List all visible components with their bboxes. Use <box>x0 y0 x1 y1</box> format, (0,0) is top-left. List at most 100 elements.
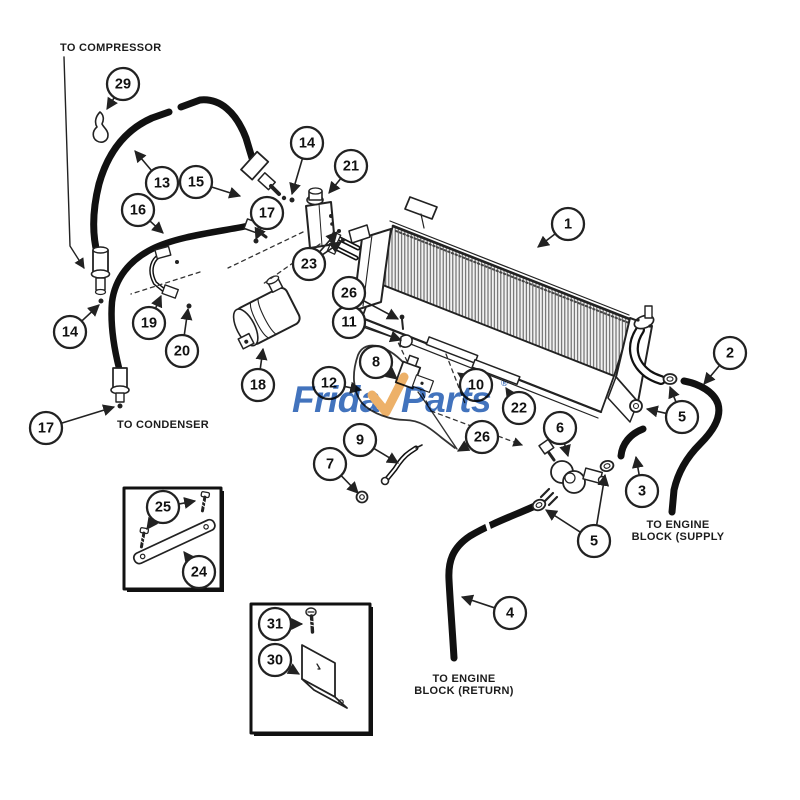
callout-circle <box>240 367 276 403</box>
callout-number: 14 <box>62 325 78 341</box>
callout-number: 21 <box>343 159 359 175</box>
callout-1: 1 <box>537 206 586 248</box>
callout-5: 5 <box>645 385 700 435</box>
diagram-artwork <box>63 56 723 736</box>
callout-arrow <box>254 226 266 241</box>
callout-number: 17 <box>38 421 54 437</box>
hose-13 <box>90 96 295 304</box>
callout-number: 4 <box>506 606 514 622</box>
callout-arrow <box>668 385 680 403</box>
callout-circle <box>28 410 64 446</box>
callout-number: 30 <box>267 653 283 669</box>
callout-arrow <box>645 405 667 418</box>
screw-26-upper <box>399 314 405 330</box>
label-to-compressor: TO COMPRESSOR <box>60 42 162 54</box>
callout-number: 6 <box>556 421 564 437</box>
callout-arrow <box>178 497 197 509</box>
callout-4: 4 <box>460 594 528 631</box>
callout-number: 3 <box>638 484 646 500</box>
callout-arrow <box>289 158 304 196</box>
callout-number: 26 <box>474 430 490 446</box>
callout-21: 21 <box>328 148 369 194</box>
callout-circle <box>492 595 528 631</box>
callout-3: 3 <box>624 455 660 509</box>
callout-circle <box>550 206 586 242</box>
callout-18: 18 <box>240 347 276 403</box>
callout-arrow <box>321 241 342 256</box>
callout-14: 14 <box>289 125 325 196</box>
callout-11: 11 <box>331 304 403 343</box>
callout-19: 19 <box>131 294 167 341</box>
callout-arrow <box>106 96 118 111</box>
callout-number: 19 <box>141 316 157 332</box>
callout-arrow <box>183 551 196 565</box>
callout-6: 6 <box>542 410 578 458</box>
callout-number: 1 <box>564 217 572 233</box>
callout-number: 26 <box>341 286 357 302</box>
hose-3 <box>617 425 647 460</box>
callout-16: 16 <box>120 192 164 234</box>
callout-5: 5 <box>544 473 612 559</box>
callout-8: 8 <box>358 344 398 380</box>
callout-arrow <box>81 304 100 322</box>
callout-number: 31 <box>267 617 283 633</box>
callout-number: 5 <box>590 534 598 550</box>
callout-arrow <box>362 299 400 320</box>
clip-29 <box>92 111 109 143</box>
callout-circle <box>289 125 325 161</box>
callout-circle <box>178 164 214 200</box>
callout-arrow <box>537 233 556 248</box>
callout-number: 11 <box>341 315 356 331</box>
callout-number: 10 <box>468 378 484 394</box>
callout-22: 22 <box>501 386 537 426</box>
callout-number: 23 <box>301 257 317 273</box>
callout-circle <box>131 305 167 341</box>
callout-20: 20 <box>164 307 200 369</box>
callout-14: 14 <box>52 304 100 350</box>
callout-circle <box>664 399 700 435</box>
callout-15: 15 <box>178 164 242 200</box>
callout-circle <box>291 246 327 282</box>
registered-mark: ® <box>501 378 508 388</box>
callout-arrow <box>384 367 398 380</box>
callout-circle <box>358 344 394 380</box>
callout-circle <box>144 165 180 201</box>
watermark-brand-right: Parts <box>401 379 491 420</box>
screw-31 <box>305 607 317 634</box>
callout-number: 18 <box>250 378 266 394</box>
callout-number: 7 <box>326 457 334 473</box>
check-swoosh-icon <box>367 372 409 417</box>
callout-7: 7 <box>312 446 359 494</box>
callout-number: 24 <box>191 565 207 581</box>
callout-arrow <box>340 474 359 494</box>
callout-arrow <box>544 509 581 533</box>
hose-16 <box>108 218 268 409</box>
callout-number: 25 <box>155 500 171 516</box>
callout-number: 22 <box>511 401 527 417</box>
callout-arrow <box>151 294 163 309</box>
callout-17: 17 <box>28 404 116 446</box>
callout-circle <box>542 410 578 446</box>
callout-arrow <box>505 386 517 401</box>
callout-13: 13 <box>134 150 180 201</box>
hose-2 <box>668 377 723 516</box>
hose-4 <box>445 502 539 662</box>
callout-number: 14 <box>299 136 315 152</box>
callout-circle <box>576 523 612 559</box>
callout-arrow <box>363 326 403 343</box>
clamps-and-nuts-5 <box>531 373 678 512</box>
callout-26: 26 <box>456 419 500 455</box>
callout-number: 13 <box>154 176 170 192</box>
callout-arrow <box>134 150 153 172</box>
callout-circle <box>164 333 200 369</box>
callout-12: 12 <box>311 365 363 401</box>
callout-circle <box>120 192 156 228</box>
callout-number: 29 <box>115 77 131 93</box>
tube-9 <box>380 444 423 486</box>
callout-circle <box>342 422 378 458</box>
nut-7 <box>355 490 369 504</box>
